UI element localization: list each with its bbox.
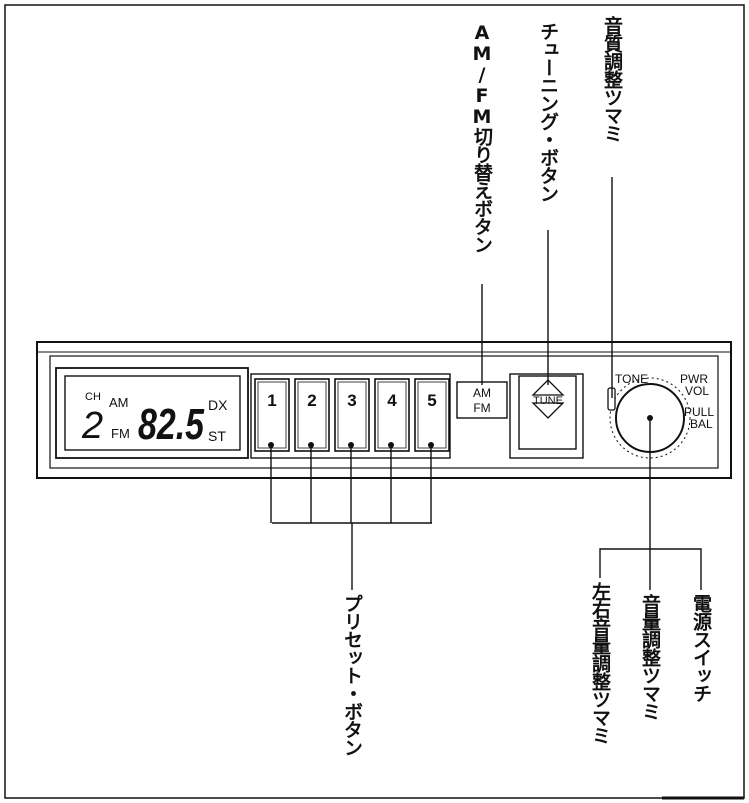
lcd-frequency: 82.5 xyxy=(138,400,204,449)
preset-button-2[interactable]: 2 xyxy=(294,378,330,523)
preset-button-label: 3 xyxy=(347,391,356,410)
preset-buttons: 1 2 3 4 5 xyxy=(254,378,450,523)
lcd-st-indicator: ST xyxy=(208,428,226,444)
preset-button-5[interactable]: 5 xyxy=(414,378,450,523)
am-fm-button[interactable]: AM FM xyxy=(456,381,508,419)
preset-button-label: 5 xyxy=(427,391,436,410)
knob-pull-label: PULL xyxy=(684,405,714,419)
callout-volume-knob: 音量調整ツマミ xyxy=(639,593,661,720)
preset-button-label: 1 xyxy=(267,391,276,410)
lcd-dx-indicator: DX xyxy=(208,397,228,413)
panel-inner-frame xyxy=(49,355,719,469)
callout-tone-knob: 音質調整ツマミ xyxy=(601,15,623,142)
am-fm-label-am: AM xyxy=(473,386,491,400)
tune-label: TUNE xyxy=(533,395,563,407)
preset-button-label: 4 xyxy=(387,391,397,410)
front-panel xyxy=(36,341,732,479)
tune-bay xyxy=(509,373,584,459)
lcd-channel-number: 2 xyxy=(81,405,103,447)
lcd-display: CH 2 AM FM 82.5 DX ST xyxy=(55,367,249,459)
knob-vol-label: VOL xyxy=(685,384,709,398)
preset-button-label: 2 xyxy=(307,391,316,410)
am-fm-label-fm: FM xyxy=(473,401,490,415)
lcd-am-indicator: AM xyxy=(109,395,129,410)
tune-down-arrow-icon[interactable] xyxy=(531,402,565,419)
tune-button[interactable]: TUNE xyxy=(518,375,577,450)
lcd-fm-indicator: FM xyxy=(111,426,130,441)
preset-button-1[interactable]: 1 xyxy=(254,378,290,523)
callout-leaders xyxy=(481,177,702,590)
knob-pwr-label: PWR xyxy=(680,372,708,386)
knob-center-dot xyxy=(647,415,653,421)
callout-preset-buttons: プリセット・ボタン xyxy=(341,594,363,756)
leader-balance-power xyxy=(599,548,702,590)
lcd-ch-label: CH xyxy=(85,391,101,403)
knob-tone-label: TONE xyxy=(615,372,648,386)
tune-up-arrow-icon[interactable] xyxy=(531,379,565,396)
callout-am-fm-switch: AM/FM切り替えボタン xyxy=(471,22,493,253)
callout-tuning-button: チューニング・ボタン xyxy=(537,22,559,202)
knob-bal-label: BAL xyxy=(690,417,713,431)
preset-button-3[interactable]: 3 xyxy=(334,378,370,523)
outer-frame xyxy=(4,4,745,799)
preset-button-4[interactable]: 4 xyxy=(374,378,410,523)
preset-leader xyxy=(272,522,432,590)
callout-power-switch: 電源スイッチ xyxy=(690,594,712,703)
callout-balance-knob: 左右音量調整ツマミ xyxy=(589,581,612,744)
